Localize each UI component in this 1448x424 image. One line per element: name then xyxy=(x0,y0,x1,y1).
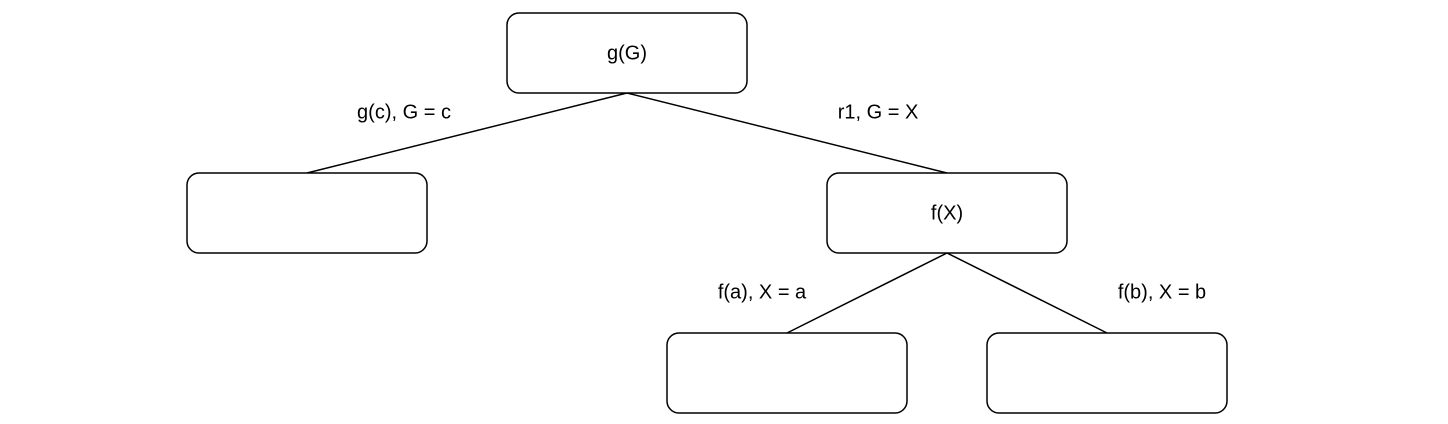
node-right-left-child[interactable] xyxy=(666,332,908,414)
node-left-child[interactable] xyxy=(186,172,428,254)
edge-label-right-to-right: f(b), X = b xyxy=(1118,281,1206,303)
node-right-left-child-box[interactable] xyxy=(666,332,908,414)
edge-label-root-to-left: g(c), G = c xyxy=(357,101,451,123)
node-right-child-label: f(X) xyxy=(931,202,963,224)
node-root[interactable]: g(G) xyxy=(506,12,748,94)
node-left-child-box[interactable] xyxy=(186,172,428,254)
edge-right-to-right xyxy=(946,252,1108,334)
node-right-child-box[interactable] xyxy=(826,172,1068,254)
edge-root-to-right xyxy=(626,92,948,174)
node-right-child[interactable]: f(X) xyxy=(826,172,1068,254)
node-right-right-child[interactable] xyxy=(986,332,1228,414)
edge-root-to-left xyxy=(306,92,628,174)
node-right-right-child-box[interactable] xyxy=(986,332,1228,414)
node-root-label: g(G) xyxy=(607,42,647,64)
edge-label-root-to-right: r1, G = X xyxy=(838,101,919,123)
edge-label-right-to-left: f(a), X = a xyxy=(718,281,807,303)
edge-right-to-left xyxy=(786,252,948,334)
node-root-box[interactable] xyxy=(506,12,748,94)
